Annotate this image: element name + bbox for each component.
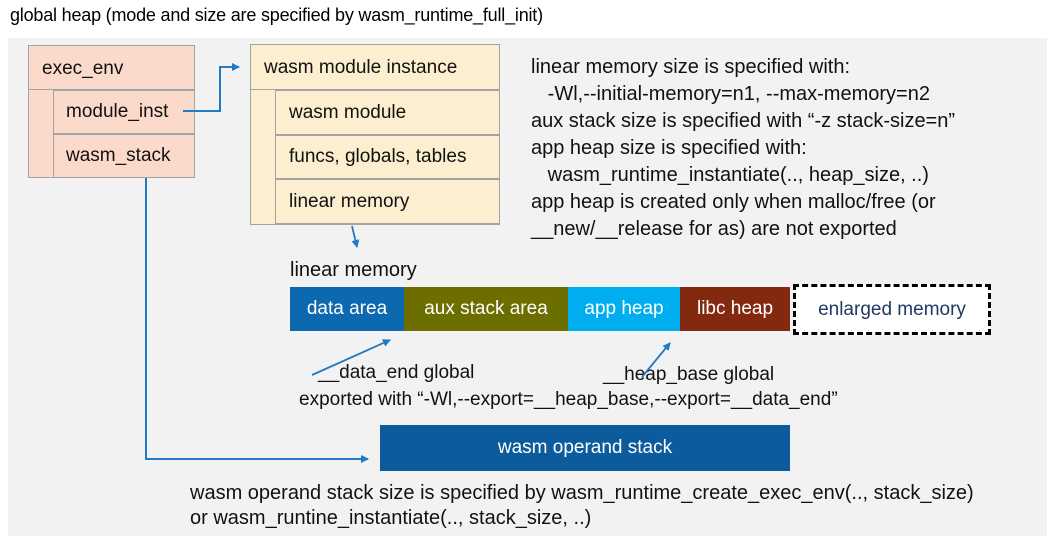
segment-aux-stack-area: aux stack area <box>404 287 568 331</box>
note-line: wasm operand stack size is specified by … <box>190 482 974 504</box>
export-note: exported with “-Wl,--export=__heap_base,… <box>299 389 838 410</box>
wasm-module-instance-header: wasm module instance <box>250 44 500 90</box>
segment-data-area: data area <box>290 287 404 331</box>
note-line: or wasm_runtine_instantiate(.., stack_si… <box>190 507 592 529</box>
data-end-global-label: __data_end global <box>318 362 475 383</box>
notes-right: linear memory size is specified with: -W… <box>531 54 1046 243</box>
note-line: linear memory size is specified with: <box>531 56 850 78</box>
exec-env-row-module-inst: module_inst <box>53 90 195 134</box>
note-line: app heap is created only when malloc/fre… <box>531 191 936 213</box>
module-row-linear-memory: linear memory <box>275 179 500 224</box>
note-line: __new/__release for as) are not exported <box>531 218 897 240</box>
module-row-funcs-globals-tables: funcs, globals, tables <box>275 135 500 179</box>
wasm-operand-stack-bar: wasm operand stack <box>380 425 790 471</box>
note-line: app heap size is specified with: <box>531 137 807 159</box>
note-line: -Wl,--initial-memory=n1, --max-memory=n2 <box>531 83 930 105</box>
notes-bottom: wasm operand stack size is specified by … <box>190 481 1020 531</box>
note-line: aux stack size is specified with “-z sta… <box>531 110 956 132</box>
segment-app-heap: app heap <box>568 287 680 331</box>
module-row-wasm-module: wasm module <box>275 90 500 135</box>
exec-env-header: exec_env <box>28 45 195 90</box>
heap-base-global-label: __heap_base global <box>603 364 775 385</box>
note-line: wasm_runtime_instantiate(.., heap_size, … <box>531 164 929 186</box>
segment-enlarged-memory: enlarged memory <box>793 284 991 335</box>
exec-env-row-wasm-stack: wasm_stack <box>53 134 195 178</box>
page-title: global heap (mode and size are specified… <box>10 5 543 25</box>
linear-memory-label: linear memory <box>290 259 417 281</box>
segment-libc-heap: libc heap <box>680 287 790 331</box>
